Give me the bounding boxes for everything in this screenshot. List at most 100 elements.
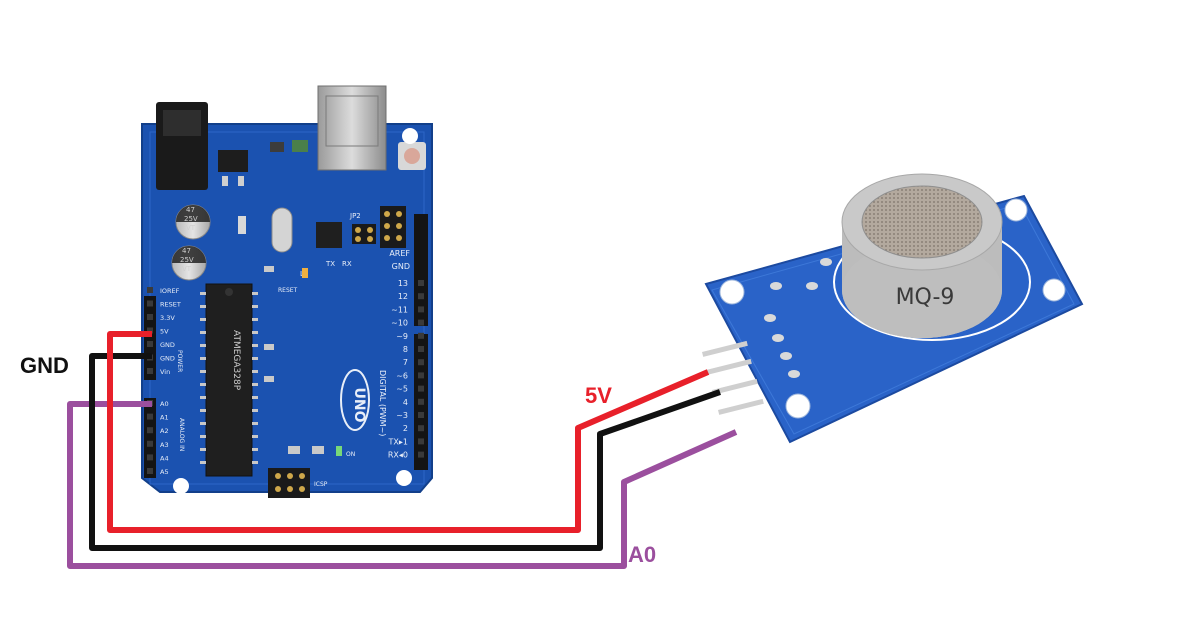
mount-hole (173, 478, 189, 494)
header-pin-hole (147, 314, 153, 320)
header-pin-hole (147, 341, 153, 347)
pin-label: GND (392, 262, 410, 271)
header-pin-hole (418, 280, 424, 286)
board-name: UNO (351, 388, 367, 423)
arduino-uno-board: 47 25V VT 47 25V VT JP2 RE (141, 85, 433, 498)
capacitor-text: VT (186, 224, 196, 232)
capacitor-text: 47 (182, 247, 191, 255)
pin-label: 5V (160, 328, 169, 336)
pin-label: A1 (160, 414, 169, 422)
pin-label: ~3 (396, 411, 408, 420)
pin-label: GND (160, 355, 175, 363)
pin-label: RESET (160, 301, 181, 309)
pin-label: Vin (160, 368, 170, 376)
reset-silk-label: RESET (278, 287, 298, 294)
gnd-label: GND (20, 353, 69, 378)
digital-pin-list: AREF GND 13 12 ~11 ~10 ~9 8 7 ~6 ~5 4 ~3 2TX▸1RX◂0 (388, 249, 424, 460)
sensor-model-label: MQ-9 (896, 285, 955, 310)
pin-label: A5 (160, 468, 169, 476)
capacitor: 47 25V VT (175, 204, 211, 240)
rx-led-label: RX (342, 260, 352, 268)
crystal (271, 207, 293, 253)
pin-label: ~9 (396, 332, 408, 341)
header-pin-hole (418, 293, 424, 300)
pin-label: AREF (389, 249, 410, 258)
header-pin-hole (147, 287, 153, 293)
atmega-chip: ATMEGA328P (205, 283, 253, 477)
header-pin-hole (418, 425, 424, 432)
header-pin-hole (147, 454, 153, 461)
pin-label: ~10 (391, 319, 408, 328)
wire-a0 (67, 401, 738, 569)
header-pin-hole (418, 332, 424, 339)
icsp-header: ICSP (268, 468, 328, 498)
mq9-sensor-module: MQ-9 (702, 173, 1084, 444)
pin-label: 12 (398, 292, 408, 301)
on-led-label: ON (346, 451, 355, 458)
sensor-mount-hole (719, 279, 745, 305)
header-pin-hole (147, 327, 153, 334)
pin-label: A0 (160, 400, 169, 408)
pin-label: ~5 (396, 385, 408, 394)
icsp-label: ICSP (314, 481, 328, 488)
digital-header (414, 214, 428, 470)
header-pin-hole (147, 368, 153, 374)
analog-header-title: ANALOG IN (178, 418, 185, 451)
voltage-regulator (218, 150, 248, 172)
header-pin-hole (418, 412, 424, 418)
header-pin-hole (418, 346, 424, 352)
pin-label: ~11 (391, 305, 408, 314)
capacitor-text: 25V (184, 215, 198, 223)
5v-label: 5V (585, 383, 612, 408)
uno-logo: UNO (340, 369, 370, 431)
pin-label: A4 (160, 454, 169, 462)
pin-label: RX◂0 (388, 451, 408, 460)
pin-label: 13 (398, 279, 408, 288)
icsp2-header (352, 224, 376, 244)
header-pin-hole (418, 385, 424, 392)
pin-label: 2 (403, 424, 408, 433)
wire-gnd (89, 353, 721, 551)
power-header-title: POWER (176, 350, 183, 372)
header-pin-hole (418, 359, 424, 366)
pin-label: TX▸1 (388, 437, 408, 446)
tx-led-label: TX (325, 260, 335, 268)
mount-hole (402, 128, 418, 144)
capacitor: 47 25V VT (171, 245, 207, 281)
capacitor-text: 25V (180, 256, 194, 264)
pin-label: 7 (403, 358, 408, 367)
power-pin-list: IOREF RESET 3.3V 5V GND GND Vin (147, 287, 181, 376)
pin-label: ~6 (396, 371, 408, 380)
header-pin-hole (418, 451, 424, 458)
header-pin-hole (147, 427, 153, 434)
sensor-mount-hole (1004, 198, 1028, 222)
usb-port (317, 85, 387, 171)
chip-label: ATMEGA328P (231, 330, 241, 391)
mount-hole (396, 470, 412, 486)
wires (67, 331, 738, 569)
pin-label: A3 (160, 441, 169, 449)
sensor-header-pins (702, 340, 764, 415)
capacitor-text: 47 (186, 206, 195, 214)
sensor-mount-hole (785, 393, 811, 419)
a0-label: A0 (628, 542, 656, 567)
header-pin-hole (147, 300, 153, 307)
digital-header-title: DIGITAL (PWM~) (378, 370, 387, 436)
sensor-mount-hole (1042, 278, 1066, 302)
sensor-smd-parts (764, 258, 832, 378)
jp2-label: JP2 (349, 212, 361, 220)
header-pin-hole (418, 319, 424, 326)
usb-chip (316, 222, 342, 248)
pin-label: 3.3V (160, 314, 175, 322)
header-pin-hole (418, 398, 424, 405)
pin-label: A2 (160, 427, 169, 435)
header-pin-hole (418, 306, 424, 313)
pin-label: 4 (403, 398, 408, 407)
pin-label: IOREF (160, 287, 180, 295)
pin-label: GND (160, 341, 175, 349)
header-pin-hole (147, 413, 153, 420)
header-pin-hole (147, 440, 153, 447)
wire-5v (107, 331, 710, 533)
pin-label: 8 (403, 345, 408, 354)
